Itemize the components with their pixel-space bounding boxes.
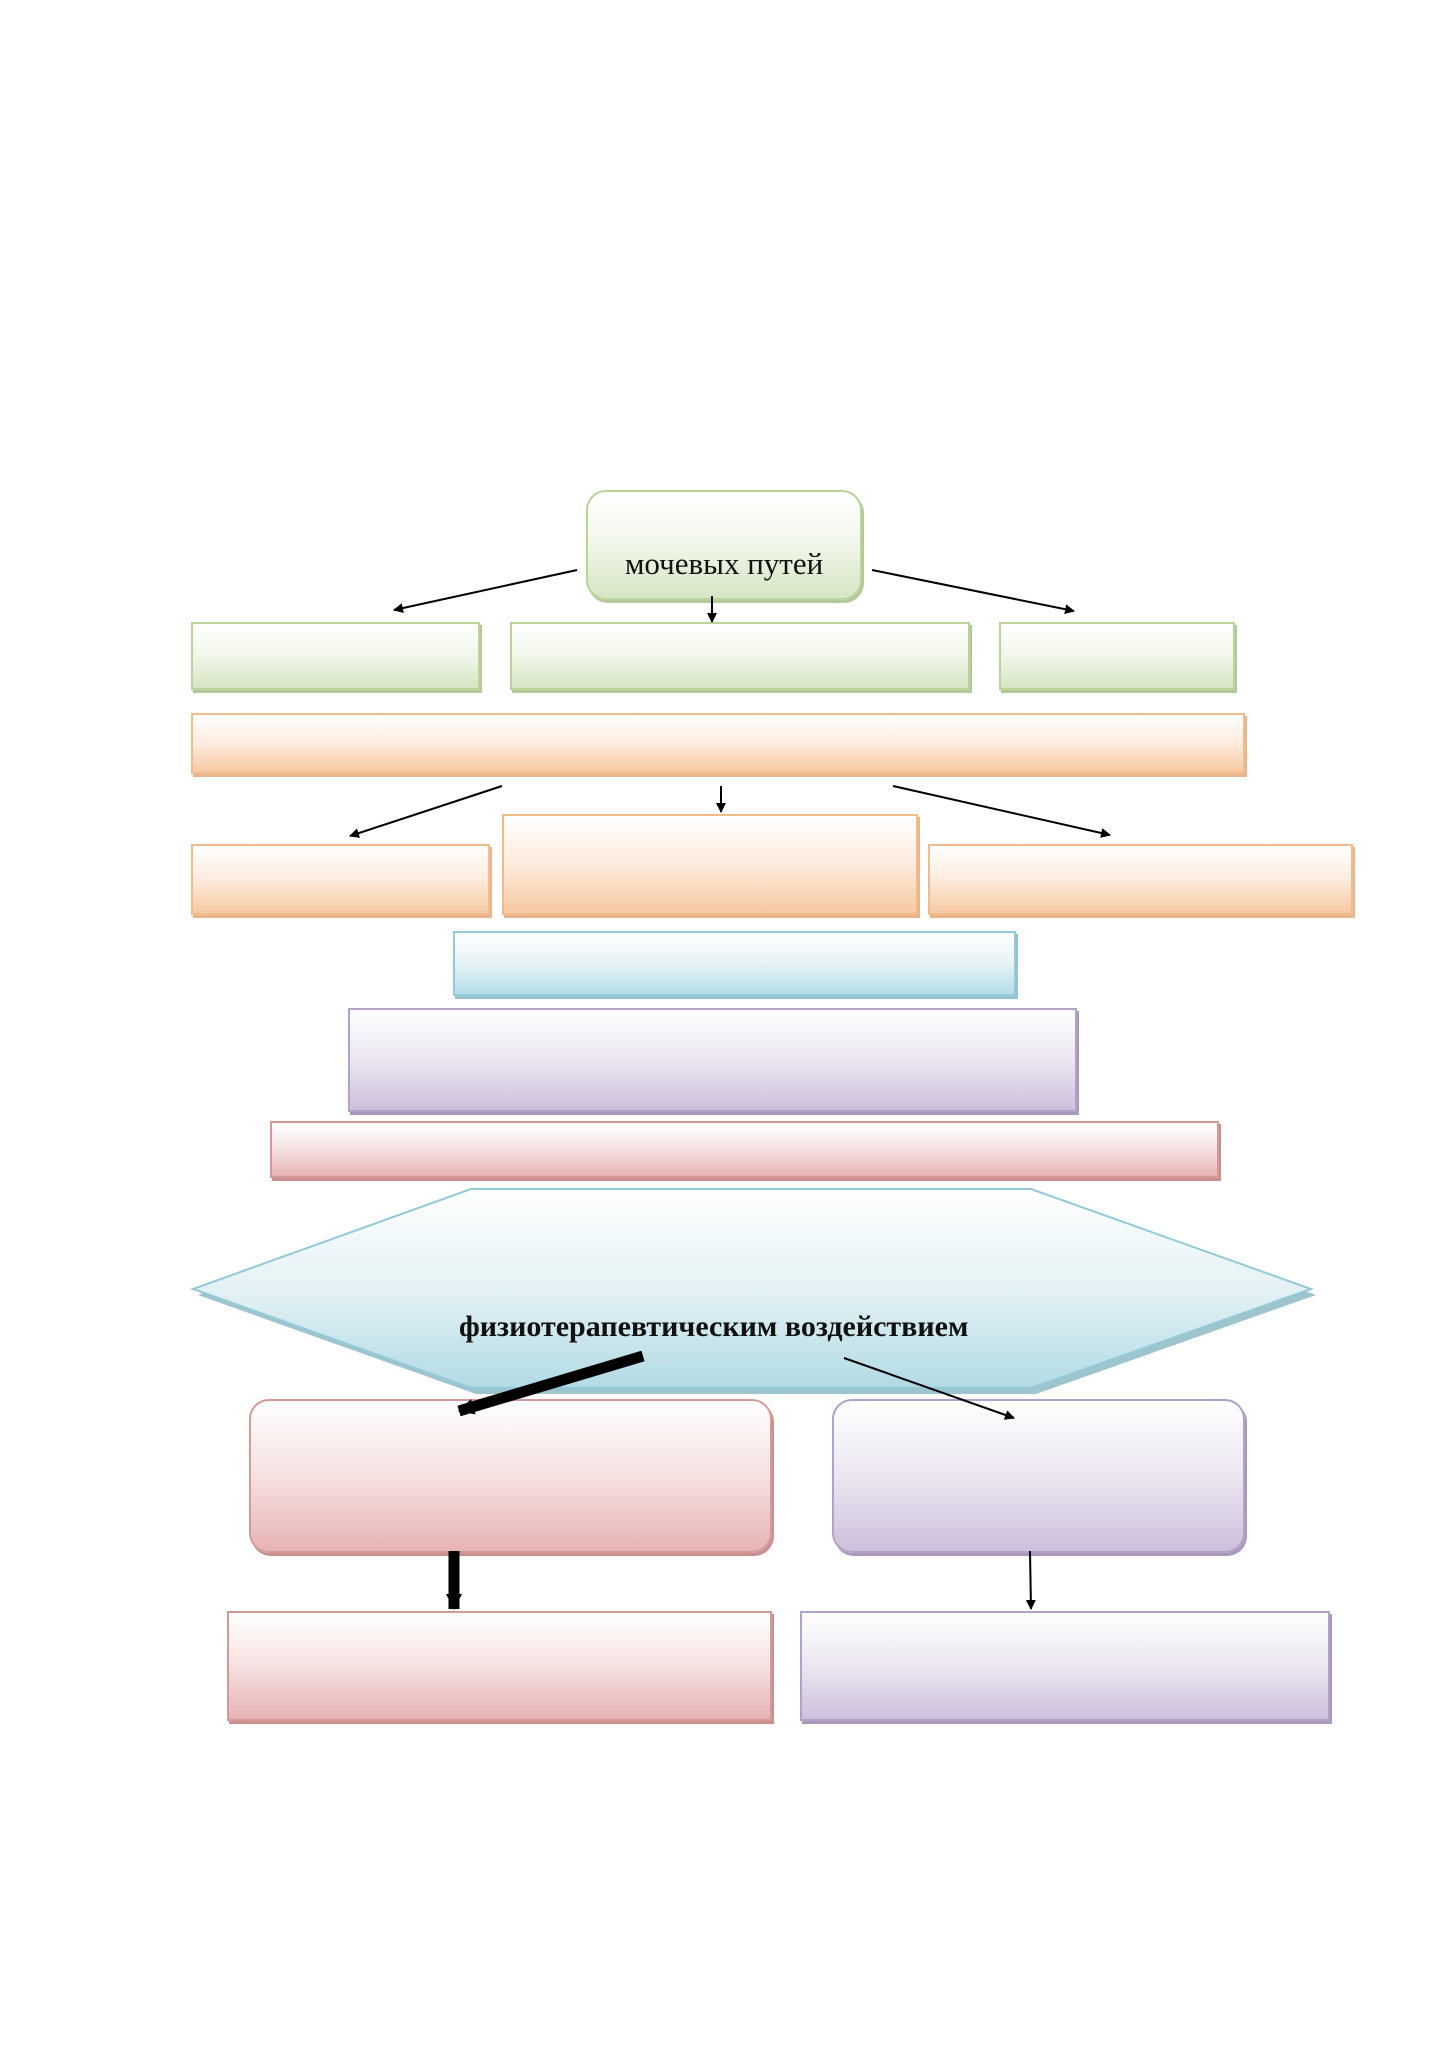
green-box-right <box>999 622 1235 690</box>
red-bar <box>270 1121 1219 1178</box>
purple-bar <box>348 1008 1077 1112</box>
top-node-label: мочевых путей <box>624 546 824 581</box>
arrow-top-to-left <box>393 569 578 613</box>
orange-box-right <box>928 844 1353 915</box>
arrow-orange-to-left <box>349 785 503 838</box>
red-rounded-box <box>249 1399 772 1553</box>
blue-bar <box>453 931 1016 996</box>
green-box-middle <box>510 622 970 690</box>
purple-rounded-box <box>832 1399 1245 1553</box>
purple-bottom-box <box>800 1611 1330 1721</box>
orange-box-left <box>191 844 490 915</box>
orange-box-middle <box>502 814 918 915</box>
green-box-left <box>191 622 480 690</box>
top-node: мочевых путей <box>586 490 862 600</box>
arrow-orange-to-right <box>892 785 1111 838</box>
hexagon-label: физиотерапевтическим воздействием <box>459 1310 969 1343</box>
arrow-top-to-right <box>871 569 1075 615</box>
red-bottom-box <box>227 1611 772 1721</box>
orange-wide-bar <box>191 713 1245 774</box>
arrow-purple-to-bottom <box>1025 1550 1036 1610</box>
